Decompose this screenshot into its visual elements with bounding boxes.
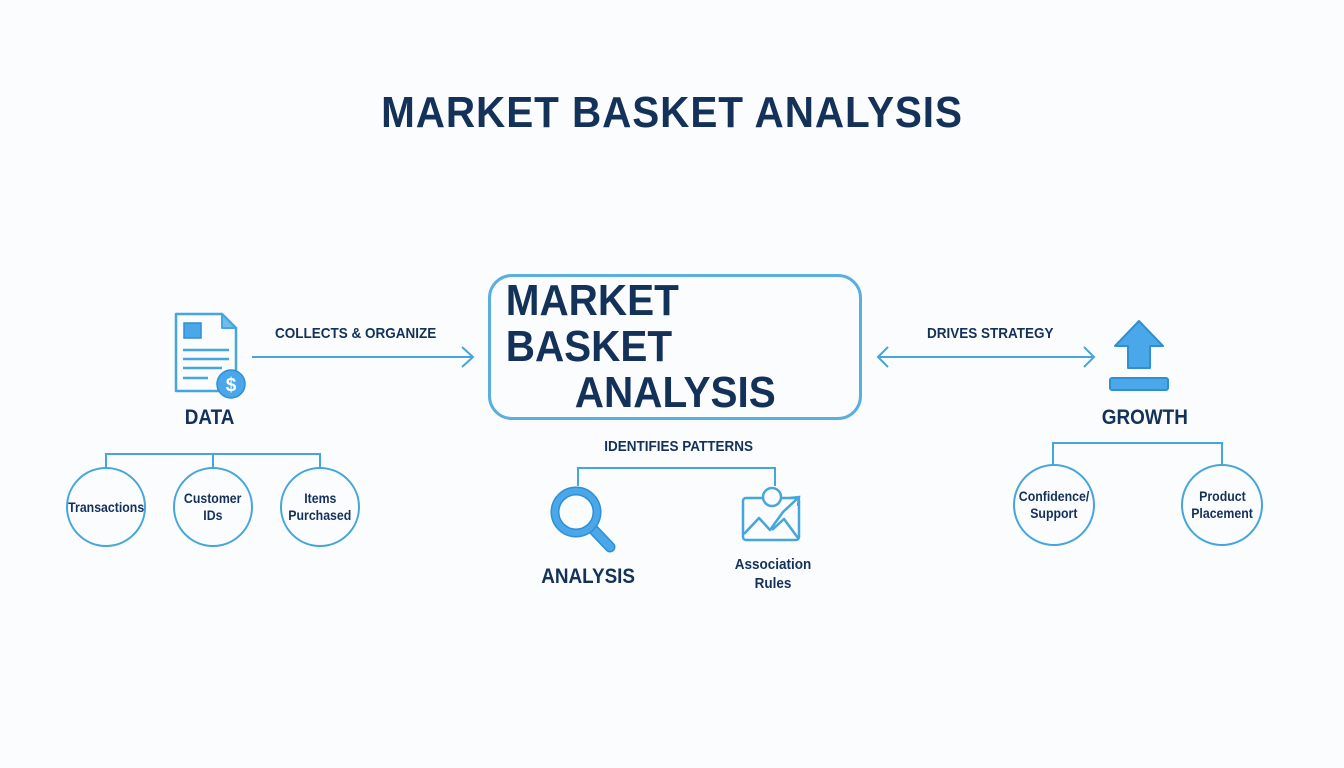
center-hub-box: MARKET BASKET ANALYSIS (488, 274, 862, 420)
growth-label: GROWTH (1101, 406, 1188, 429)
items-purchased-label-line2: Purchased (288, 507, 352, 523)
center-title-line2: ANALYSIS (574, 368, 776, 417)
magnifier-icon (548, 484, 620, 556)
confidence-support-line2: Support (1030, 505, 1078, 521)
drives-strategy-label: DRIVES STRATEGY (927, 325, 1054, 342)
document-dollar-icon: $ (172, 311, 248, 401)
customer-ids-label-line2: IDs (203, 507, 223, 523)
confidence-support-line1: Confidence/ (1018, 488, 1090, 504)
transactions-node: Transactions (66, 467, 146, 547)
identifies-patterns-label: IDENTIFIES PATTERNS (604, 438, 754, 455)
page-title: MARKET BASKET ANALYSIS (381, 88, 963, 137)
customer-ids-node: Customer IDs (173, 467, 253, 547)
product-placement-line1: Product (1198, 488, 1246, 504)
analysis-label: ANALYSIS (541, 565, 636, 588)
svg-text:$: $ (226, 375, 237, 396)
image-trend-icon (740, 486, 804, 544)
upload-arrow-icon (1106, 318, 1172, 394)
items-purchased-node: Items Purchased (280, 467, 360, 547)
center-title-line1: MARKET BASKET (505, 276, 679, 371)
product-placement-node: Product Placement (1181, 464, 1263, 546)
data-label: DATA (184, 406, 235, 429)
product-placement-line2: Placement (1191, 505, 1253, 521)
items-purchased-label-line1: Items (303, 490, 337, 506)
association-rules-label: Association Rules (726, 555, 820, 593)
customer-ids-label-line1: Customer (184, 490, 242, 506)
collects-organize-label: COLLECTS & ORGANIZE (274, 325, 437, 342)
association-rules-line2: Rules (754, 575, 792, 592)
confidence-support-node: Confidence/ Support (1013, 464, 1095, 546)
association-rules-line1: Association (734, 556, 812, 573)
transactions-label: Transactions (67, 498, 145, 515)
